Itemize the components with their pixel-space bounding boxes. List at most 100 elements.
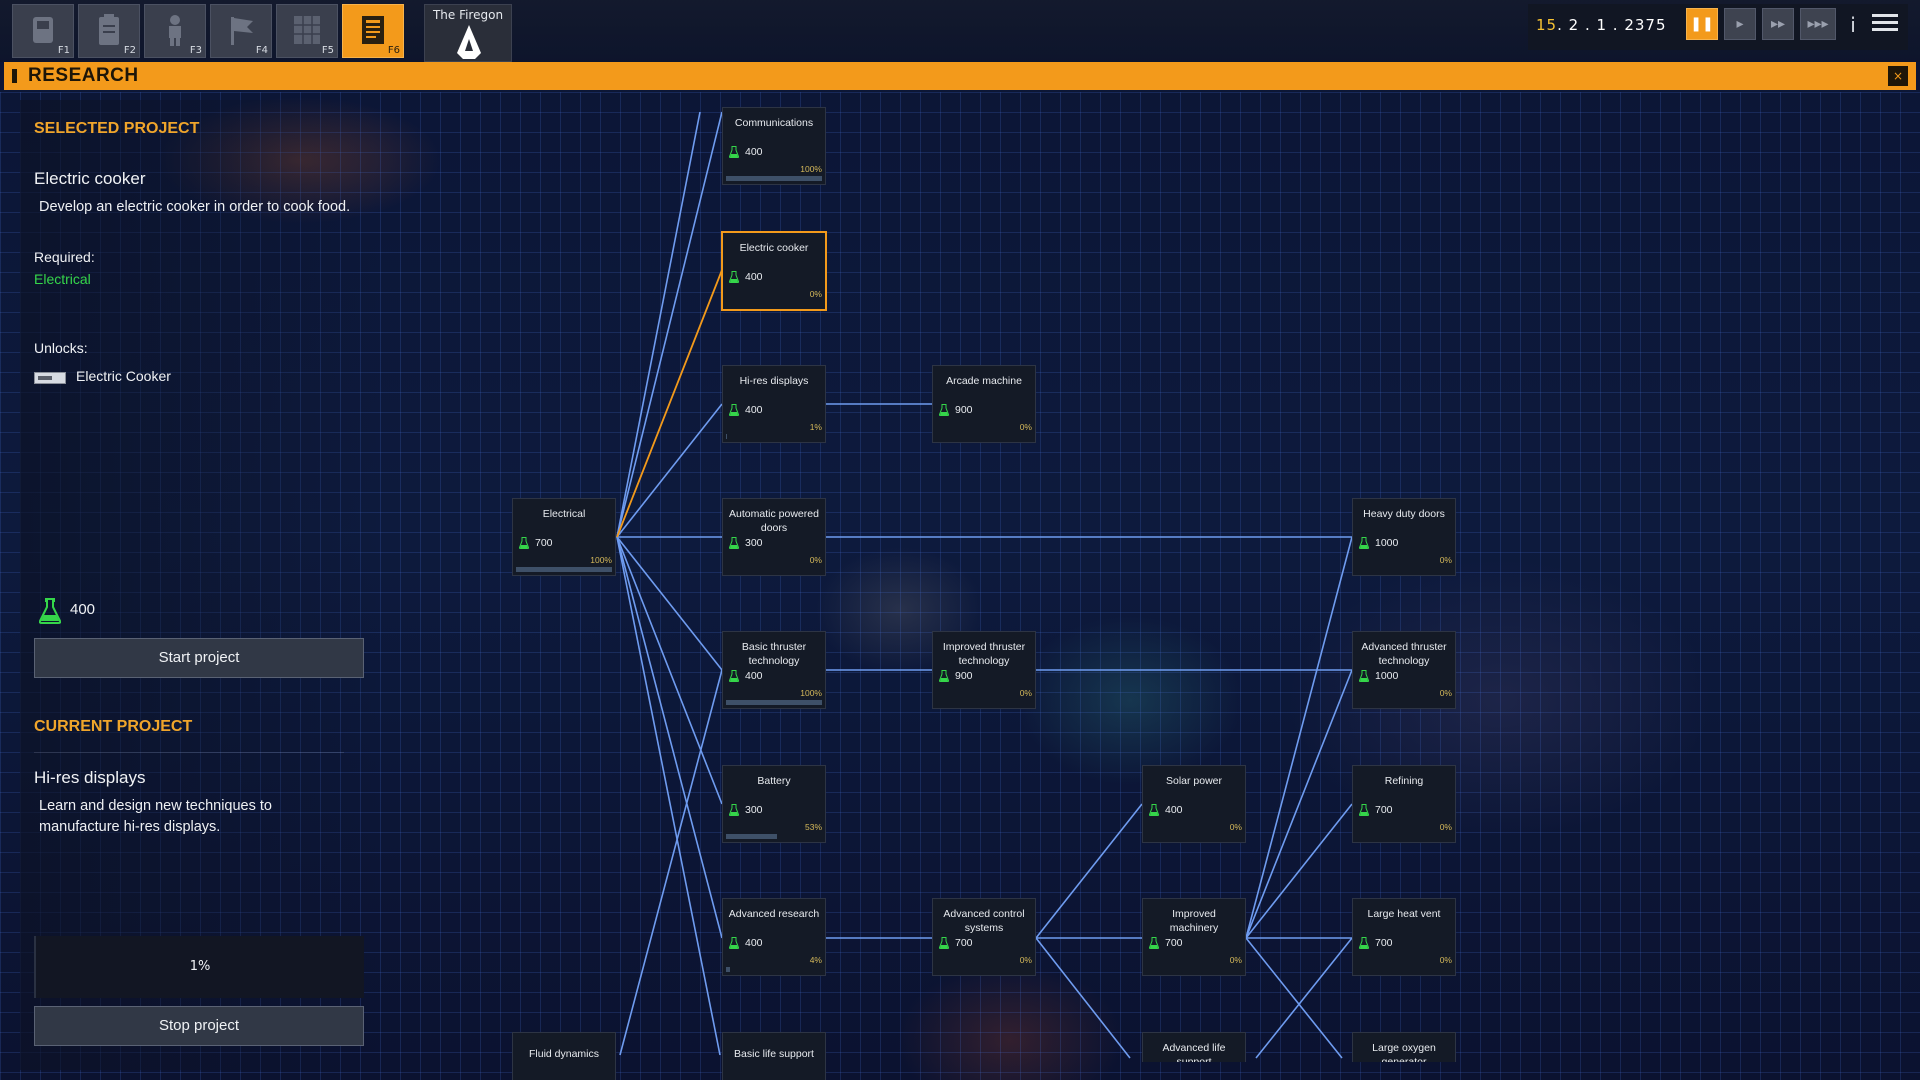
node-cost: 400 xyxy=(745,937,763,949)
node-name: Solar power xyxy=(1165,775,1223,787)
ship-selector[interactable]: The Firegon xyxy=(424,4,512,62)
hamburger-line xyxy=(1872,28,1898,31)
node-communications[interactable]: Communications 400 100% xyxy=(722,107,826,185)
node-percent: 0% xyxy=(1019,955,1032,965)
node-name: Fluid dynamics xyxy=(528,1048,600,1060)
required-label: Required: xyxy=(34,249,95,265)
node-percent: 0% xyxy=(1019,688,1032,698)
research-tool-button[interactable]: F6 xyxy=(342,4,404,58)
flask-icon xyxy=(939,404,949,416)
node-basic-thruster-technology[interactable]: Basic thruster technology 400 100% xyxy=(722,631,826,709)
fastest-button[interactable]: ▸▸▸ xyxy=(1800,8,1836,40)
node-automatic-powered-doors[interactable]: Automatic powered doors 300 0% xyxy=(722,498,826,576)
node-percent: 0% xyxy=(1439,688,1452,698)
play-button[interactable]: ▸ xyxy=(1724,8,1756,40)
node-percent: 100% xyxy=(800,164,822,174)
menu-button[interactable] xyxy=(1872,14,1898,34)
node-cost: 300 xyxy=(745,537,763,549)
node-cost: 400 xyxy=(1165,804,1183,816)
section-divider xyxy=(34,752,344,753)
node-percent: 100% xyxy=(590,555,612,565)
node-advanced-life-support[interactable]: Advanced life support xyxy=(1142,1032,1246,1062)
node-cost: 700 xyxy=(955,937,973,949)
node-name: Heavy duty doors xyxy=(1363,508,1445,520)
node-cost: 900 xyxy=(955,404,973,416)
grid-icon xyxy=(291,13,323,47)
node-battery[interactable]: Battery 300 53% xyxy=(722,765,826,843)
flask-icon xyxy=(729,937,739,949)
node-improved-thruster-technology[interactable]: Improved thruster technology 900 0% xyxy=(932,631,1036,709)
pause-button[interactable]: ❚❚ xyxy=(1686,8,1718,40)
hotkey-label: F1 xyxy=(57,45,70,56)
node-percent: 4% xyxy=(809,955,822,965)
hotkey-label: F2 xyxy=(123,45,136,56)
fast-forward-button[interactable]: ▸▸ xyxy=(1762,8,1794,40)
node-cost: 400 xyxy=(745,670,763,682)
current-project-progress: 1% xyxy=(34,936,364,998)
node-progress-bar xyxy=(726,700,822,705)
node-large-oxygen-generator[interactable]: Large oxygen generator xyxy=(1352,1032,1456,1062)
node-electric-cooker[interactable]: Electric cooker 400 0% xyxy=(721,231,827,311)
crew-tool-button[interactable]: F3 xyxy=(144,4,206,58)
hotkey-label: F5 xyxy=(321,45,334,56)
flask-icon xyxy=(939,937,949,949)
node-fluid-dynamics[interactable]: Fluid dynamics xyxy=(512,1032,616,1080)
node-basic-life-support[interactable]: Basic life support xyxy=(722,1032,826,1080)
cooker-icon xyxy=(34,372,66,384)
flask-icon xyxy=(729,670,739,682)
flask-icon xyxy=(1149,937,1159,949)
flask-icon xyxy=(729,271,739,283)
info-button[interactable]: i xyxy=(1846,10,1860,42)
node-percent: 1% xyxy=(809,422,822,432)
close-button[interactable]: × xyxy=(1888,66,1908,86)
ship-icon xyxy=(457,25,481,59)
flask-icon xyxy=(729,537,739,549)
missions-tool-button[interactable]: F4 xyxy=(210,4,272,58)
node-name: Large oxygen generator xyxy=(1372,1042,1436,1062)
node-heavy-duty-doors[interactable]: Heavy duty doors 1000 0% xyxy=(1352,498,1456,576)
current-project-description-line2: manufacture hi-res displays. xyxy=(39,819,221,835)
project-panel xyxy=(20,100,380,1070)
node-cost: 700 xyxy=(1165,937,1183,949)
node-cost: 400 xyxy=(745,404,763,416)
flask-icon xyxy=(729,404,739,416)
node-name: Automatic powered doors xyxy=(729,508,819,534)
selected-project-cost: 400 xyxy=(70,601,96,618)
node-solar-power[interactable]: Solar power 400 0% xyxy=(1142,765,1246,843)
stop-project-button[interactable]: Stop project xyxy=(34,1006,364,1046)
tasks-tool-button[interactable]: F2 xyxy=(78,4,140,58)
node-hi-res-displays[interactable]: Hi-res displays 400 1% xyxy=(722,365,826,443)
node-advanced-research[interactable]: Advanced research 400 4% xyxy=(722,898,826,976)
node-large-heat-vent[interactable]: Large heat vent 700 0% xyxy=(1352,898,1456,976)
research-title-bar: RESEARCH × xyxy=(4,62,1916,90)
node-name: Electric cooker xyxy=(739,242,809,254)
current-project-header: CURRENT PROJECT xyxy=(34,718,193,735)
node-name: Basic thruster technology xyxy=(741,641,807,667)
grid-tool-button[interactable]: F5 xyxy=(276,4,338,58)
node-refining[interactable]: Refining 700 0% xyxy=(1352,765,1456,843)
research-title: RESEARCH xyxy=(28,65,139,86)
flask-icon xyxy=(1359,537,1369,549)
start-project-button[interactable]: Start project xyxy=(34,638,364,678)
build-tool-button[interactable]: F1 xyxy=(12,4,74,58)
node-advanced-thruster-technology[interactable]: Advanced thruster technology 1000 0% xyxy=(1352,631,1456,709)
node-percent: 0% xyxy=(1439,955,1452,965)
selected-project-name: Electric cooker xyxy=(34,169,146,188)
node-percent: 0% xyxy=(1229,822,1242,832)
hamburger-icon xyxy=(1872,14,1898,17)
flask-icon xyxy=(729,804,739,816)
node-advanced-control-systems[interactable]: Advanced control systems 700 0% xyxy=(932,898,1036,976)
required-value: Electrical xyxy=(34,271,91,287)
hotkey-label: F3 xyxy=(189,45,202,56)
flask-icon xyxy=(519,537,529,549)
node-percent: 0% xyxy=(809,289,822,299)
node-name: Hi-res displays xyxy=(739,375,809,387)
node-progress-bar xyxy=(516,567,612,572)
node-percent: 53% xyxy=(804,822,822,832)
node-cost: 700 xyxy=(1375,804,1393,816)
node-progress-bar xyxy=(726,434,727,439)
hamburger-line xyxy=(1872,21,1898,24)
node-electrical[interactable]: Electrical 700 100% xyxy=(512,498,616,576)
node-arcade-machine[interactable]: Arcade machine 900 0% xyxy=(932,365,1036,443)
node-improved-machinery[interactable]: Improved machinery 700 0% xyxy=(1142,898,1246,976)
